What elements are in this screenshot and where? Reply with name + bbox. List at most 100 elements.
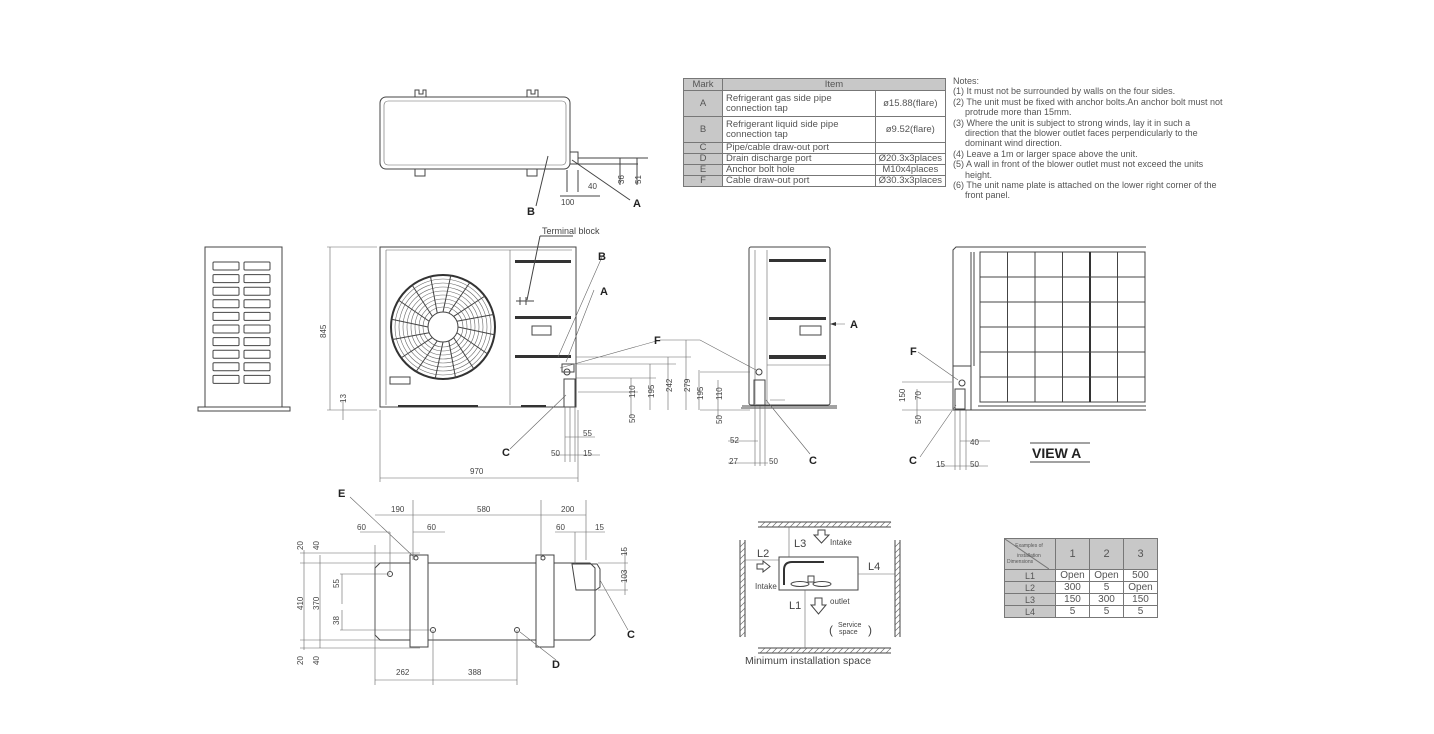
svg-text:50: 50: [970, 460, 979, 469]
fan-guard-ring: [410, 294, 476, 360]
svg-text:L4: L4: [868, 561, 880, 573]
svg-text:55: 55: [583, 429, 592, 438]
grille-slot: [212, 349, 240, 359]
svg-text:70: 70: [914, 391, 923, 400]
svg-text:C: C: [627, 629, 635, 641]
wall-hatch: [819, 647, 826, 654]
svg-text:410: 410: [296, 596, 305, 610]
fan-hub: [427, 311, 459, 343]
wall-hatch: [783, 647, 790, 654]
svg-text:845: 845: [319, 324, 328, 338]
svg-text:C: C: [809, 455, 817, 467]
wall-hatch: [861, 647, 868, 654]
fan-guard-ring: [394, 278, 492, 376]
row-header: L3: [1004, 593, 1056, 606]
item-cell: Pipe/cable draw-out port: [722, 142, 876, 154]
svg-text:L1: L1: [789, 600, 801, 612]
svg-text:B: B: [527, 206, 535, 218]
svg-text:40: 40: [312, 541, 321, 550]
wall-hatch: [813, 521, 820, 528]
svg-text:15: 15: [620, 547, 629, 556]
svg-text:51: 51: [634, 175, 643, 184]
svg-text:150: 150: [898, 388, 907, 402]
svg-text:60: 60: [357, 523, 366, 532]
value-cell: Ø30.3x3places: [874, 175, 947, 187]
mark-cell: C: [683, 142, 723, 154]
grille-slot: [243, 324, 271, 334]
svg-text:C: C: [502, 447, 510, 459]
note-item: (5) A wall in front of the blower outlet…: [953, 159, 1204, 180]
wall-hatch: [894, 541, 901, 548]
wall-hatch: [807, 521, 814, 528]
wall-hatch: [825, 521, 832, 528]
wall-hatch: [894, 583, 901, 590]
cell: 300: [1055, 581, 1090, 594]
svg-text:242: 242: [665, 378, 674, 392]
svg-text:50: 50: [551, 449, 560, 458]
svg-text:279: 279: [683, 378, 692, 392]
wall-hatch: [894, 625, 901, 632]
fan-guard-ring: [398, 282, 488, 372]
cell: 150: [1055, 593, 1090, 606]
fan-guard-spoke: [415, 340, 438, 372]
cell: Open: [1123, 581, 1158, 594]
svg-text:55: 55: [332, 579, 341, 588]
mark-cell: F: [683, 175, 723, 187]
wall-hatch: [861, 521, 868, 528]
row-header: L4: [1004, 605, 1056, 618]
fan-guard-spoke: [457, 326, 495, 336]
fan-guard-spoke: [430, 276, 438, 314]
wall-hatch: [894, 607, 901, 614]
row-header: L1: [1004, 569, 1056, 582]
grille-slot: [212, 286, 240, 296]
svg-text:100: 100: [561, 198, 575, 207]
grille-slot: [243, 286, 271, 296]
wall-hatch: [739, 595, 746, 602]
wall-hatch: [739, 619, 746, 626]
fan-guard: [390, 274, 496, 380]
value-cell: Ø20.3x3places: [874, 153, 947, 165]
wall-hatch: [739, 553, 746, 560]
wall-hatch: [831, 521, 838, 528]
svg-text:F: F: [910, 346, 917, 358]
svg-text:27: 27: [729, 457, 738, 466]
svg-text:E: E: [338, 488, 345, 500]
svg-text:103: 103: [620, 569, 629, 583]
svg-text:370: 370: [312, 596, 321, 610]
column-header: 2: [1089, 538, 1124, 570]
svg-text:15: 15: [595, 523, 604, 532]
item-cell: Anchor bolt hole: [722, 164, 876, 176]
wall-hatch: [801, 647, 808, 654]
fan-guard-ring: [402, 286, 484, 368]
grille-slot: [243, 311, 271, 321]
svg-text:20: 20: [296, 541, 305, 550]
cell: Open: [1055, 569, 1090, 582]
svg-text:195: 195: [696, 386, 705, 400]
wall-hatch: [739, 613, 746, 620]
wall-hatch: [739, 601, 746, 608]
wall-hatch: [739, 541, 746, 548]
svg-text:195: 195: [647, 384, 656, 398]
wall-hatch: [795, 647, 802, 654]
front-view: Terminal block B A F C 845 13 970 110 19…: [319, 226, 692, 482]
grille-slot: [212, 337, 240, 347]
grille-slot: [212, 362, 240, 372]
value-cell: ø15.88(flare): [874, 90, 947, 117]
svg-text:190: 190: [391, 505, 405, 514]
cell: 5: [1055, 605, 1090, 618]
note-item: (3) Where the unit is subject to strong …: [953, 117, 1198, 149]
wall-hatch: [894, 619, 901, 626]
svg-text:B: B: [598, 251, 606, 263]
svg-text:388: 388: [468, 668, 482, 677]
svg-text:50: 50: [715, 415, 724, 424]
wall-hatch: [867, 521, 874, 528]
grille-slot: [212, 374, 240, 384]
wall-hatch: [783, 521, 790, 528]
wall-hatch: [789, 521, 796, 528]
